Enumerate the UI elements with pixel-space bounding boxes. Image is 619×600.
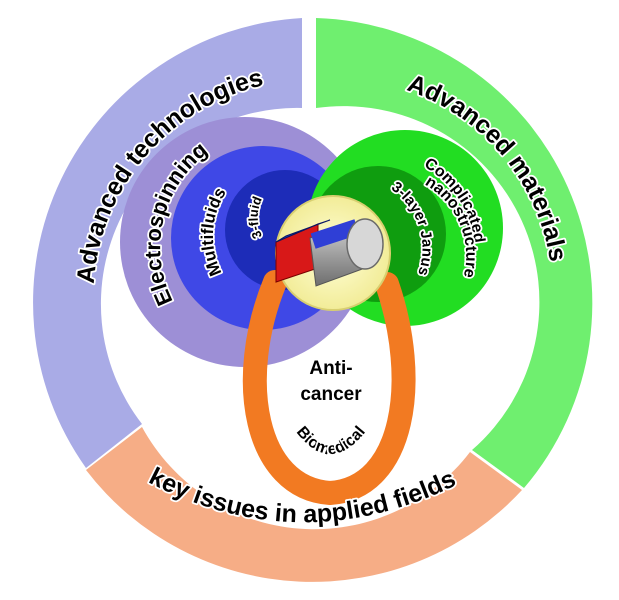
- advanced-materials-segment: [316, 18, 593, 488]
- cancer-label: cancer: [300, 384, 362, 405]
- key-issues-segment: [86, 427, 522, 582]
- anti-label: Anti-: [309, 358, 352, 379]
- biomedical-loop: [242, 270, 416, 506]
- biomedical-label: Biomedical: [293, 423, 369, 458]
- janus-fiber-icon: [275, 218, 384, 287]
- advanced-technologies-segment: [33, 18, 303, 468]
